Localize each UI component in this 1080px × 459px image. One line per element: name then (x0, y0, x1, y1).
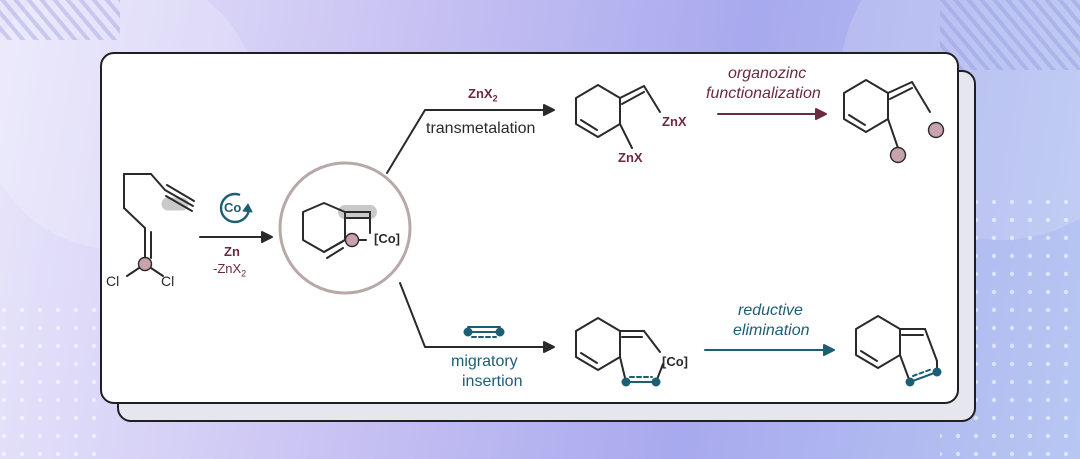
znx-label-ring: ZnX (618, 150, 643, 165)
pink-atom-marker (344, 232, 360, 248)
cyclohexene-ring (855, 315, 901, 369)
bond (123, 207, 146, 229)
cyclohexene-ring (575, 84, 621, 138)
functionalization-label: functionalization (706, 85, 821, 102)
byproduct-main: -ZnX (213, 261, 242, 276)
arrowhead (815, 108, 827, 120)
arrowhead (261, 231, 273, 243)
arrowhead (543, 104, 555, 116)
reductive-label: reductive (738, 302, 803, 319)
branch-line-top (386, 109, 551, 174)
bg-stripes-top-left (0, 0, 120, 40)
alkyne-bond-2 (165, 195, 193, 212)
cyclohexene-ring (575, 317, 621, 371)
bond (911, 81, 931, 113)
new-dashed-bond (912, 368, 933, 377)
elimination-label: elimination (733, 322, 810, 339)
alkyne-bond-3 (166, 184, 195, 202)
bond-to-znx (619, 123, 633, 149)
exo-alkene-bond (326, 247, 344, 259)
byproduct-subscript: 2 (241, 268, 247, 279)
pink-substituent (927, 121, 945, 139)
pink-atom-marker (137, 256, 153, 272)
arrowhead (823, 344, 835, 356)
bond (323, 239, 346, 253)
branch-line-bottom (399, 282, 551, 348)
insertion-intermediate-molecule (575, 317, 664, 387)
ring-double-bond (848, 114, 866, 126)
insertion-label: insertion (462, 373, 523, 390)
ring-double-bond (580, 352, 598, 364)
bg-dots-left (0, 300, 110, 459)
znx-label-vinyl: ZnX (662, 114, 687, 129)
alkyne-reagent-icon (463, 326, 505, 338)
bg-stripes-top-right (940, 0, 1080, 70)
new-bond (909, 371, 938, 383)
cobaltacycle-molecule (302, 202, 377, 259)
pink-substituent (889, 146, 907, 164)
bond (924, 328, 938, 362)
bond (643, 330, 661, 353)
top-reagent-main: ZnX (468, 86, 493, 101)
zinc-reagent-label: Zn (224, 244, 240, 259)
bond (150, 173, 166, 191)
bond (619, 85, 645, 99)
bond (887, 81, 913, 94)
cobalt-catalyst-label: Co (224, 200, 242, 215)
dizinc-diene-molecule (575, 84, 661, 149)
exo-double-bond (621, 91, 645, 105)
transmetalation-label: transmetalation (426, 120, 536, 137)
cobalt-metal-label: [Co] (374, 231, 400, 246)
cobalt-metal-label-bottom: [Co] (662, 354, 688, 369)
bicyclic-arene-product-molecule (855, 315, 942, 387)
ring-double-bond (580, 119, 598, 131)
bond-to-znx (643, 85, 661, 113)
ring-double-bond (860, 350, 878, 362)
cobalt-catalyst-icon (219, 192, 253, 224)
organozinc-label: organozinc (728, 65, 807, 82)
substrate-molecule (123, 173, 195, 277)
bond (887, 118, 899, 149)
exo-double-bond (889, 87, 913, 100)
arrowhead (543, 341, 555, 353)
chlorine-label-left: Cl (106, 273, 120, 289)
chlorine-label-right: Cl (161, 273, 175, 289)
bond (899, 354, 911, 383)
cyclohexene-ring (843, 79, 889, 133)
zinc-halide-reagent-label: ZnX2 (468, 87, 498, 104)
functionalized-product-molecule (843, 79, 945, 164)
migratory-label: migratory (451, 353, 518, 370)
zinc-halide-byproduct-label: -ZnX2 (213, 262, 246, 279)
alkyne-bond-1 (164, 189, 194, 207)
top-reagent-subscript: 2 (492, 93, 498, 104)
